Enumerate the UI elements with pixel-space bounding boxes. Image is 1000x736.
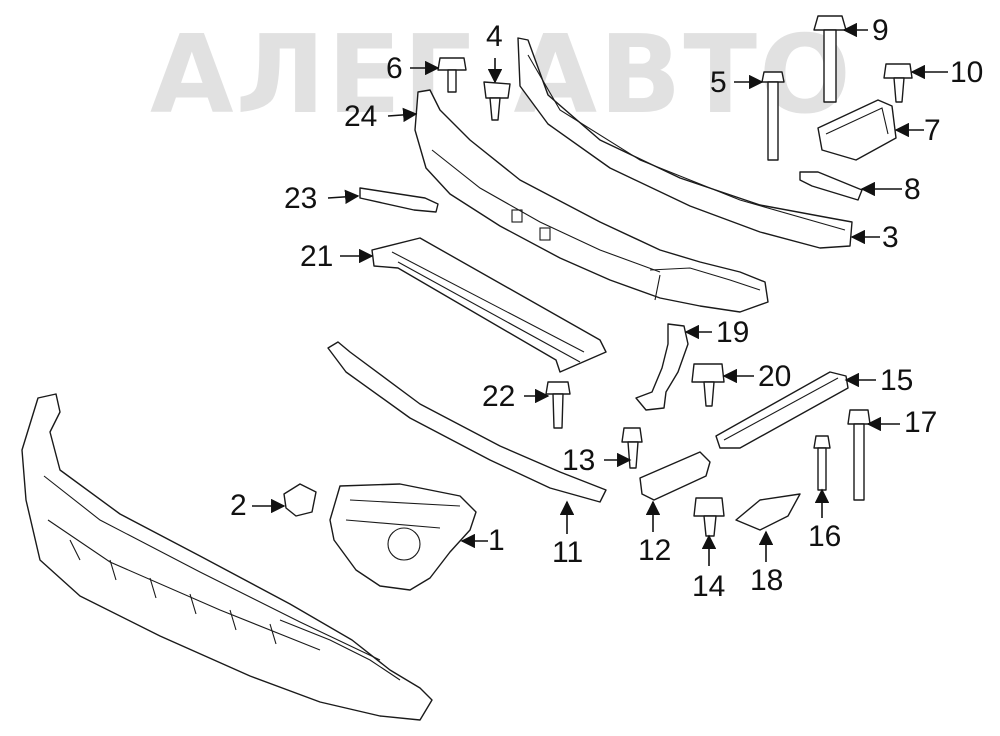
callout-23: 23 [284, 182, 318, 215]
fastener-4 [483, 81, 511, 121]
clip-2 [283, 483, 317, 517]
callout-16: 16 [808, 520, 842, 553]
leader-lines [252, 22, 948, 566]
callout-14: 14 [692, 570, 726, 603]
bolt-5 [761, 71, 785, 161]
callout-17: 17 [904, 406, 938, 439]
callout-15: 15 [880, 364, 914, 397]
bracket-19 [635, 323, 689, 411]
bolt-13 [621, 427, 643, 469]
bolt-17 [847, 409, 871, 501]
callout-3: 3 [882, 221, 899, 254]
support-bracket-21 [371, 237, 607, 373]
fastener-10 [883, 63, 913, 103]
callout-11: 11 [552, 536, 584, 569]
corner-bracket-1 [329, 483, 477, 591]
callout-22: 22 [482, 380, 516, 413]
fastener-20 [691, 363, 725, 407]
callout-6: 6 [386, 52, 403, 85]
bumper-cover [21, 393, 433, 721]
fastener-14 [693, 497, 725, 537]
callout-10: 10 [950, 56, 984, 89]
rail-15 [715, 371, 849, 449]
callout-13: 13 [562, 444, 596, 477]
bracket-23 [359, 187, 439, 213]
trim-strip [327, 341, 607, 503]
bolt-9 [813, 15, 847, 103]
bolt-16 [813, 435, 831, 491]
callout-20: 20 [758, 360, 792, 393]
callout-21: 21 [300, 240, 334, 273]
callout-4: 4 [486, 20, 503, 53]
fastener-6 [437, 57, 467, 93]
bolt-22 [545, 381, 571, 429]
callout-5: 5 [710, 66, 727, 99]
callout-12: 12 [638, 534, 672, 567]
callout-9: 9 [872, 14, 889, 47]
energy-absorber [414, 89, 769, 313]
support-box-7 [817, 99, 897, 161]
block-12 [639, 451, 711, 501]
plate-18 [735, 493, 801, 531]
strap-8 [799, 171, 863, 201]
callout-24: 24 [344, 100, 378, 133]
callout-18: 18 [750, 564, 784, 597]
callout-2: 2 [230, 489, 247, 522]
callout-19: 19 [716, 316, 750, 349]
callout-1: 1 [488, 524, 505, 557]
callout-8: 8 [904, 173, 921, 206]
callout-7: 7 [924, 114, 941, 147]
